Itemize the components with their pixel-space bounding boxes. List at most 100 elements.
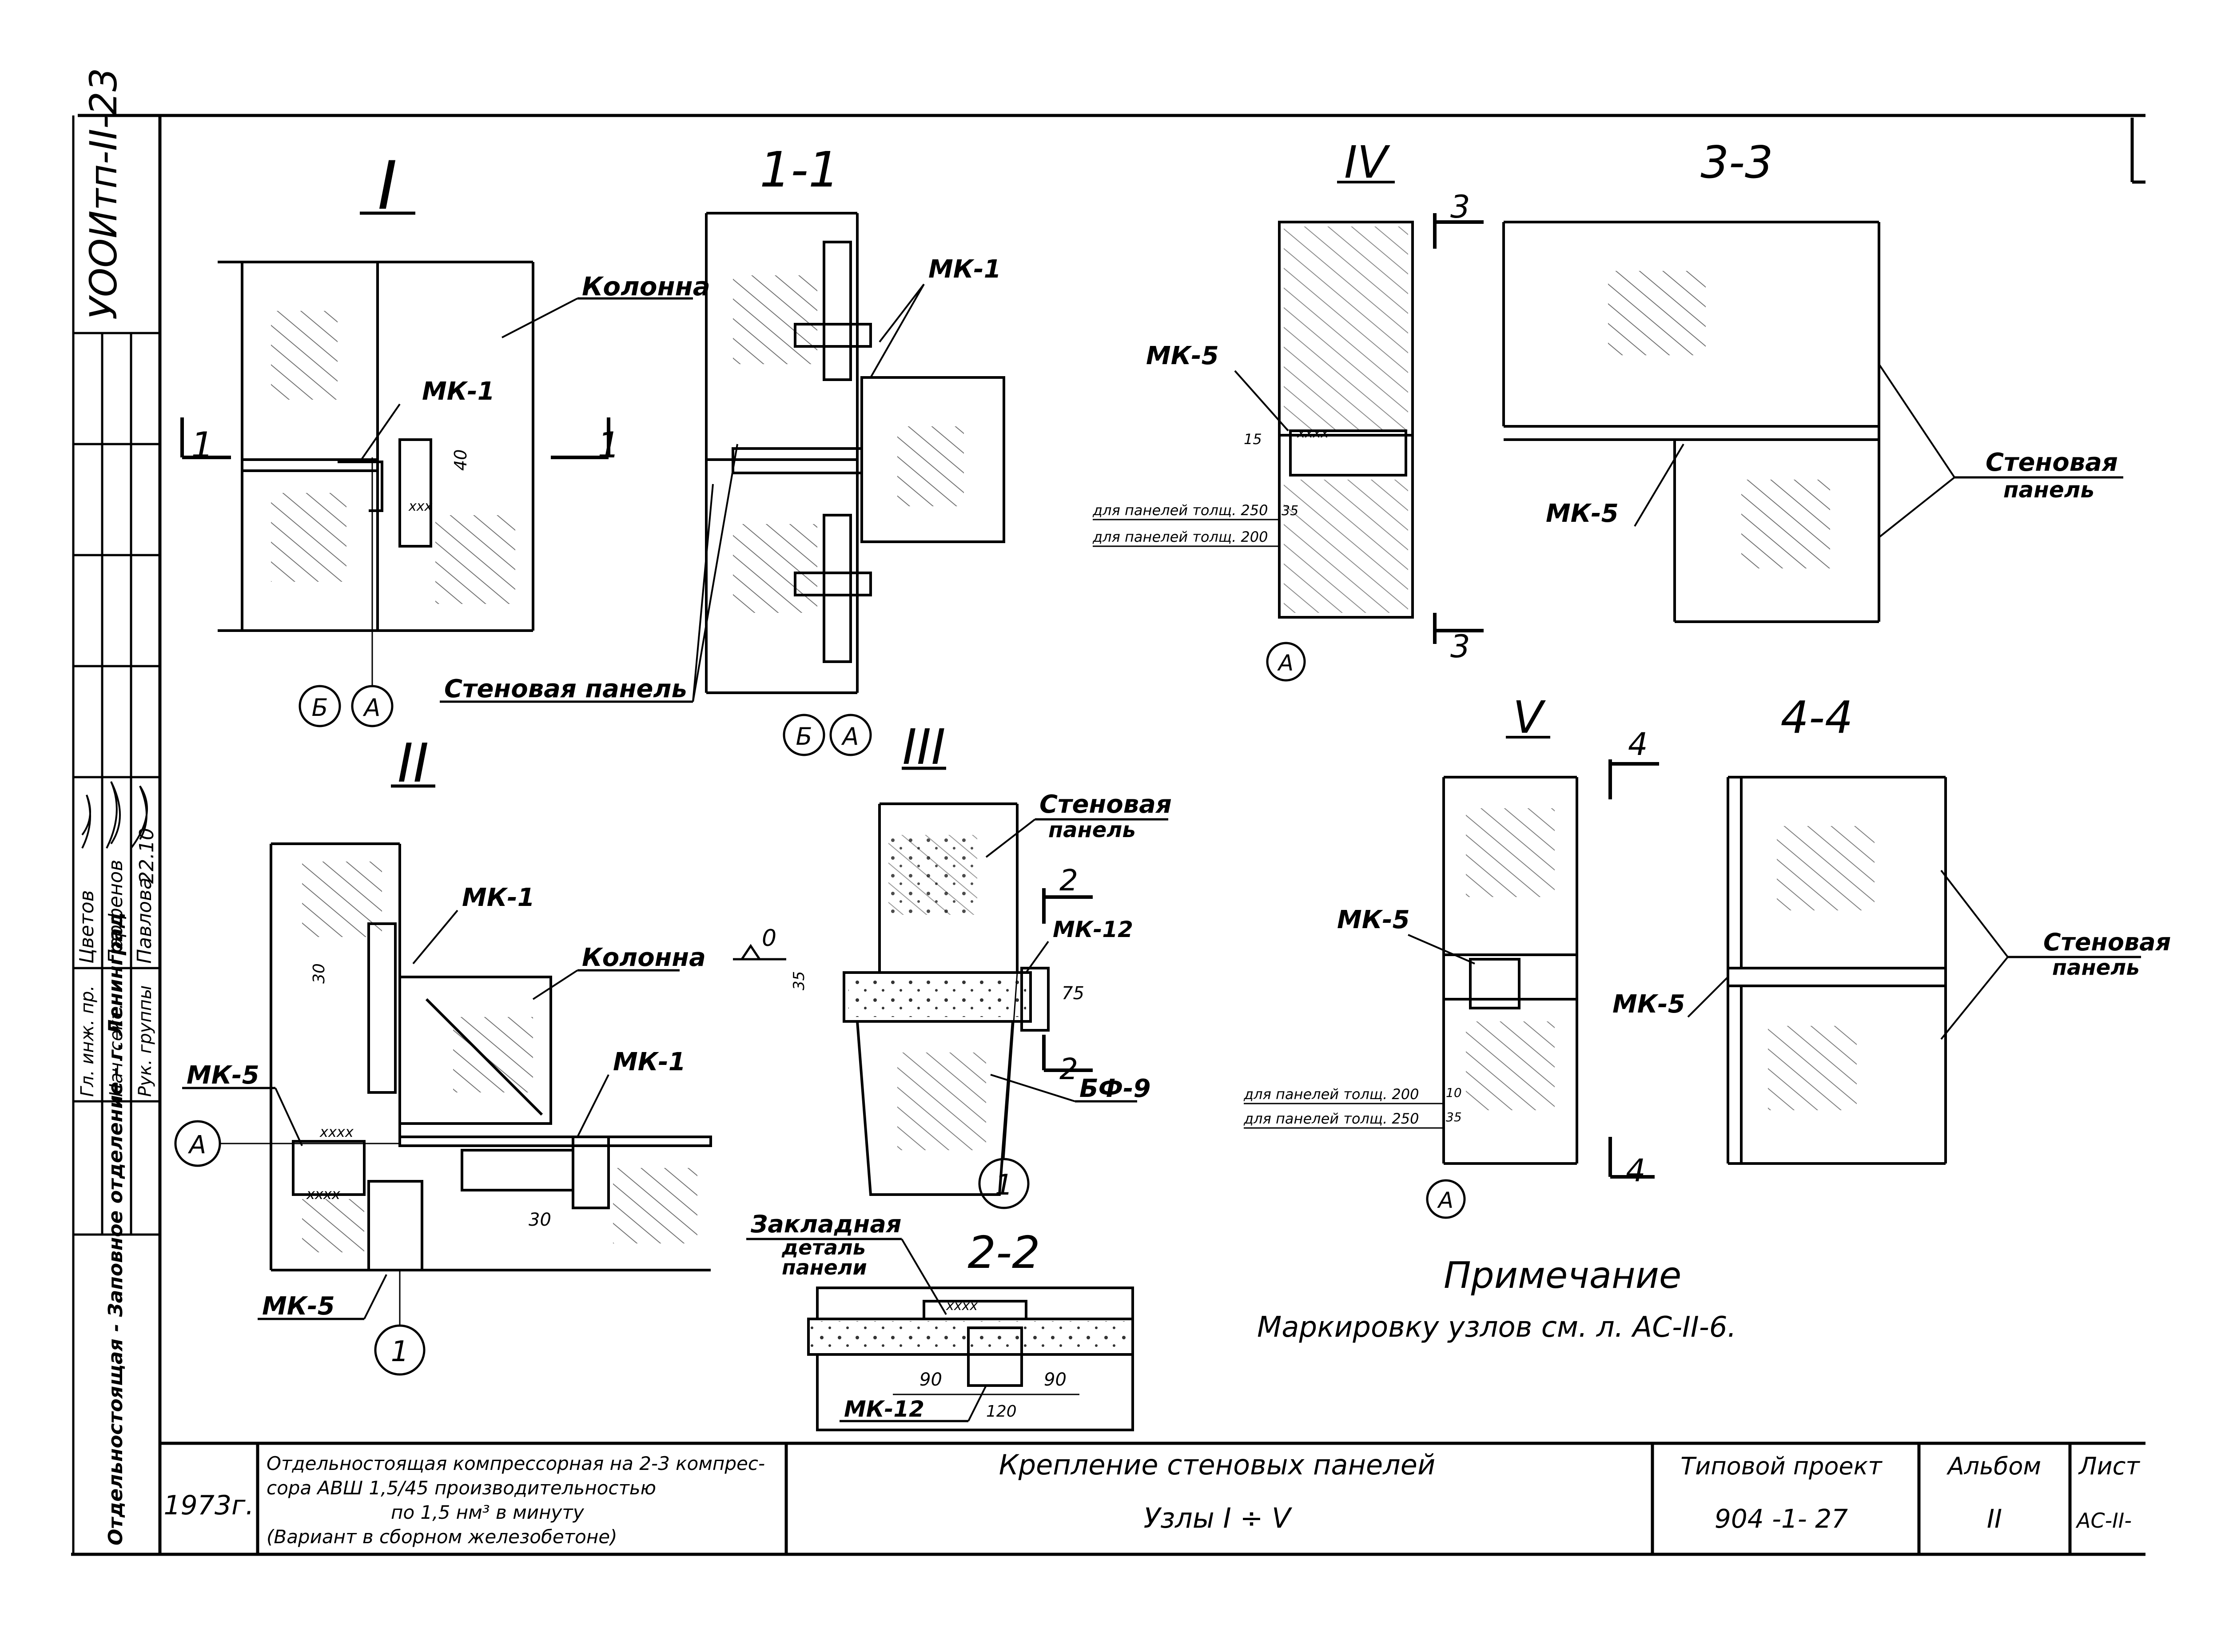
- tb-sheet-title: Крепление стеновых панелей: [999, 1449, 1436, 1481]
- node-V-sec-4-top: 4: [1628, 726, 1648, 762]
- node-III-title: III: [902, 719, 945, 775]
- node-V-dim-10: 10: [1446, 1085, 1462, 1100]
- node-III-zero: 0: [762, 925, 776, 952]
- node-IV-dim-35: 35: [1282, 503, 1298, 519]
- stamp-code: УООИтп-II-23: [82, 68, 125, 320]
- side-stamp: УООИтп-II-23 22.10 Гл. инж. пр. Нач. сек…: [72, 68, 160, 1554]
- tb-desc-2: сора АВШ 1,5/45 производительностью: [267, 1477, 656, 1499]
- sheet-frame: [71, 114, 2145, 1556]
- node-IV: IV МК-5 хххх 15 для панелей толщ. 250 дл…: [1092, 136, 1484, 682]
- node-I-dim-40: 40: [451, 449, 470, 471]
- stamp-name-2: Парфенов: [104, 860, 127, 964]
- stamp-org: Отдельностоящая - Заповное отделение - г…: [104, 912, 127, 1545]
- node-I-sec-left: 1: [191, 425, 214, 466]
- node-IV-axis-a: А: [1277, 650, 1294, 676]
- node-II-mk1-right: МК-1: [613, 1048, 686, 1076]
- node-I-col-label: Колонна: [582, 271, 710, 302]
- section-3-3-panel-b: панель: [2003, 477, 2094, 503]
- tb-project-label: Типовой проект: [1680, 1452, 1883, 1480]
- section-4-4-title: 4-4: [1780, 691, 1853, 743]
- stamp-role-2: Нач. сект.: [106, 1004, 127, 1097]
- node-V-thick-200: для панелей толщ. 200: [1243, 1086, 1419, 1103]
- node-II: II МК-1 Колонна МК-1 МК-5: [174, 733, 712, 1376]
- stamp-role-1: Гл. инж. пр.: [77, 985, 98, 1097]
- section-2-2-dim-90-r: 90: [1044, 1370, 1067, 1390]
- node-I-axis-b: Б: [311, 694, 328, 722]
- node-IV-sec-3-top: 3: [1450, 189, 1470, 225]
- section-1-1-mk1: МК-1: [928, 255, 1001, 284]
- section-2-2: 2-2 Закладная деталь панели хххх 90 90 1…: [746, 1210, 1134, 1431]
- node-III-sec-2-top: 2: [1059, 863, 1078, 897]
- note-text: Маркировку узлов см. л. АС-II-6.: [1257, 1311, 1736, 1344]
- node-V-dim-35: 35: [1446, 1110, 1462, 1124]
- node-V-sec-4-bottom: 4: [1626, 1152, 1646, 1189]
- note-title: Примечание: [1444, 1255, 1681, 1297]
- node-II-axis-1: 1: [391, 1335, 409, 1368]
- node-III-dim-75: 75: [1062, 983, 1084, 1004]
- node-III-bf9: БФ-9: [1079, 1074, 1150, 1103]
- node-V-thick-250: для панелей толщ. 250: [1243, 1110, 1419, 1127]
- node-II-weld-1: хххх: [319, 1124, 354, 1140]
- section-4-4-panel-b: панель: [2052, 955, 2140, 980]
- stamp-role-3: Рук. группы: [135, 985, 155, 1097]
- tb-album-label: Альбом: [1946, 1452, 2041, 1480]
- section-2-2-dim-90-l: 90: [919, 1370, 942, 1390]
- section-3-3-panel-a: Стеновая: [1986, 448, 2118, 477]
- section-1-1-title: 1-1: [760, 141, 840, 198]
- node-II-mk5-bottom: МК-5: [262, 1292, 335, 1321]
- node-I-weld: ххх: [408, 499, 433, 514]
- section-2-2-dim-120: 120: [986, 1402, 1017, 1421]
- section-1-1: 1-1 МК-1 Б А Стеновая панель: [440, 141, 1005, 756]
- node-II-title: II: [398, 733, 429, 794]
- section-1-1-axis-b: Б: [796, 723, 812, 751]
- section-2-2-zakl-a: Закладная: [750, 1210, 901, 1238]
- section-4-4-mk5: МК-5: [1612, 990, 1685, 1019]
- section-2-2-title: 2-2: [967, 1227, 1040, 1279]
- section-3-3: 3-3 МК-5 Стеновая панель: [1502, 136, 2123, 623]
- stamp-name-1: Цветов: [76, 890, 98, 964]
- node-IV-title: IV: [1344, 136, 1390, 188]
- node-II-mk1-top: МК-1: [462, 883, 535, 912]
- section-3-3-mk5: МК-5: [1546, 499, 1619, 528]
- node-IV-sec-3-bottom: 3: [1450, 628, 1470, 665]
- node-III-mk12: МК-12: [1053, 917, 1133, 942]
- node-I-axis-a: А: [363, 694, 381, 722]
- section-2-2-mk12: МК-12: [844, 1396, 924, 1422]
- node-III: III Стеновая панель МК-12 БФ-9 2 2 0 35 …: [733, 719, 1172, 1209]
- tb-sheet-value: АС-II-: [2075, 1509, 2132, 1533]
- title-block: 1973г. Отдельностоящая компрессорная на …: [160, 1442, 2145, 1554]
- node-III-panel-a: Стеновая: [1039, 790, 1172, 819]
- node-IV-thick-250: для панелей толщ. 250: [1092, 502, 1268, 519]
- stamp-name-3: Павлова: [133, 878, 156, 964]
- node-II-dim-30-bottom: 30: [529, 1210, 551, 1230]
- stamp-signatures: [81, 781, 148, 849]
- node-IV-mk5: МК-5: [1146, 342, 1219, 370]
- node-II-weld-2: хххх: [306, 1186, 341, 1203]
- section-3-3-title: 3-3: [1700, 136, 1773, 188]
- node-I: I Колонна МК-1 40 ххх 1 1 Б А: [180, 147, 710, 727]
- section-1-1-axis-a: А: [841, 723, 859, 751]
- tb-desc-1: Отдельностоящая компрессорная на 2-3 ком…: [267, 1453, 765, 1474]
- tb-project-number: 904 -1- 27: [1715, 1504, 1848, 1534]
- section-4-4-panel-a: Стеновая: [2043, 928, 2171, 956]
- tb-year: 1973г.: [163, 1490, 254, 1521]
- tb-sheet-label: Лист: [2078, 1452, 2140, 1480]
- section-1-1-panel-label: Стеновая панель: [444, 675, 687, 703]
- section-2-2-zakl-c: панели: [782, 1255, 867, 1279]
- node-II-axis-a: А: [188, 1131, 206, 1160]
- node-V-title: V: [1513, 691, 1546, 743]
- node-III-panel-b: панель: [1048, 818, 1136, 842]
- tb-sheet-subtitle: Узлы I ÷ V: [1143, 1502, 1293, 1534]
- node-V: V МК-5 для панелей толщ. 200 для панелей…: [1243, 691, 1659, 1219]
- tb-album-value: II: [1987, 1504, 2002, 1534]
- node-II-col-label: Колонна: [582, 943, 706, 972]
- node-I-mk1: МК-1: [422, 377, 495, 406]
- node-IV-weld: хххх: [1297, 425, 1329, 441]
- note: Примечание Маркировку узлов см. л. АС-II…: [1257, 1255, 1736, 1344]
- node-IV-dim-15: 15: [1244, 431, 1262, 448]
- node-V-mk5: МК-5: [1337, 905, 1410, 934]
- tb-desc-4: (Вариант в сборном железобетоне): [267, 1526, 617, 1548]
- node-II-mk5-top: МК-5: [187, 1061, 259, 1090]
- node-V-axis-a: А: [1437, 1187, 1453, 1213]
